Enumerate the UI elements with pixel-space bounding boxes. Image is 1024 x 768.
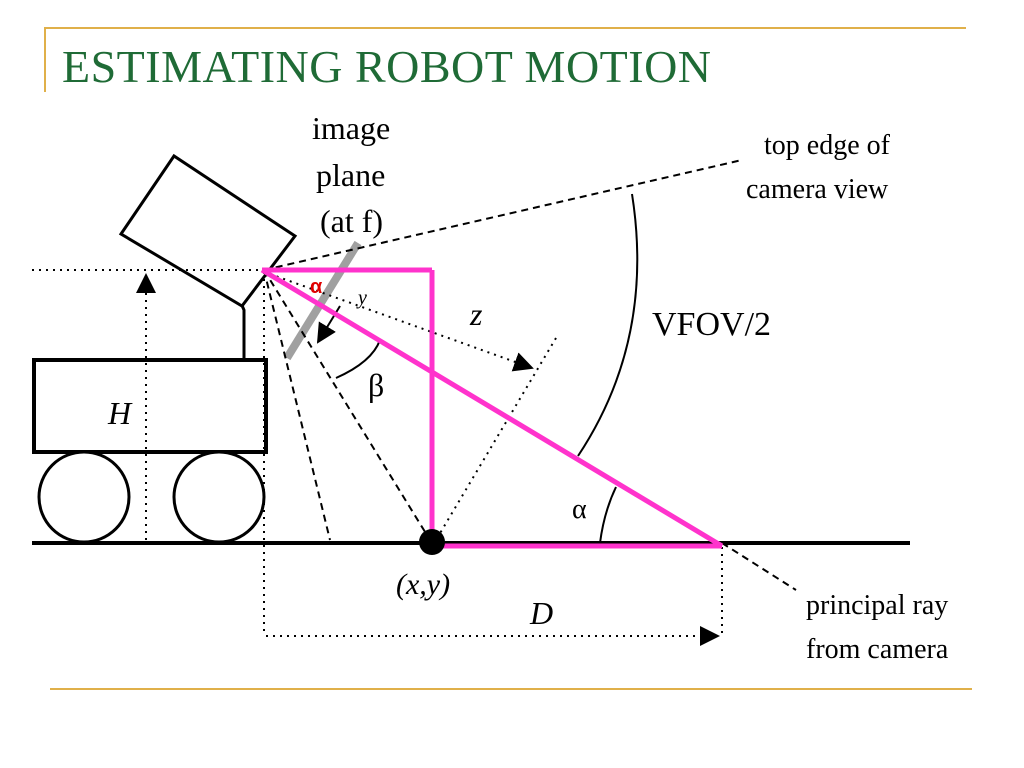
robot-wheel-left xyxy=(37,450,131,544)
top-edge-ray xyxy=(263,159,743,271)
bottom-edge-ray xyxy=(263,269,331,541)
label-top-edge-1: top edge of xyxy=(764,130,891,161)
z-arrow xyxy=(269,273,534,372)
label-beta: β xyxy=(368,367,384,403)
point-ray xyxy=(263,269,431,541)
label-top-edge-2: camera view xyxy=(746,174,889,205)
label-z: z xyxy=(469,296,483,332)
title-accent-vertical xyxy=(44,28,46,92)
label-vfov: VFOV/2 xyxy=(652,306,771,343)
label-y-small: y xyxy=(356,287,367,309)
camera-box xyxy=(118,153,298,308)
principal-ray-extension xyxy=(721,542,797,591)
label-at-f: (at f) xyxy=(320,203,383,239)
alpha-arc xyxy=(599,486,617,544)
vfov-arc xyxy=(577,193,639,457)
footer-rule xyxy=(50,688,972,690)
label-plane: plane xyxy=(316,157,385,193)
label-image: image xyxy=(312,110,390,146)
label-principal-1: principal ray xyxy=(806,590,948,621)
perpendicular-dotted xyxy=(435,337,557,541)
robot-body xyxy=(32,358,268,454)
overlay-hypotenuse xyxy=(260,267,724,549)
title-accent-horizontal xyxy=(44,27,966,29)
label-h: H xyxy=(107,395,133,431)
beta-arc xyxy=(335,339,381,379)
image-plane-bar xyxy=(283,240,362,361)
label-alpha: α xyxy=(572,494,587,525)
label-alpha-red: α xyxy=(310,276,323,298)
robot-wheel-right xyxy=(172,450,266,544)
label-d: D xyxy=(529,595,553,631)
slide-title: ESTIMATING ROBOT MOTION xyxy=(62,41,712,92)
ground-point xyxy=(419,529,445,555)
label-point: (x,y) xyxy=(396,568,450,601)
label-principal-2: from camera xyxy=(806,634,949,665)
